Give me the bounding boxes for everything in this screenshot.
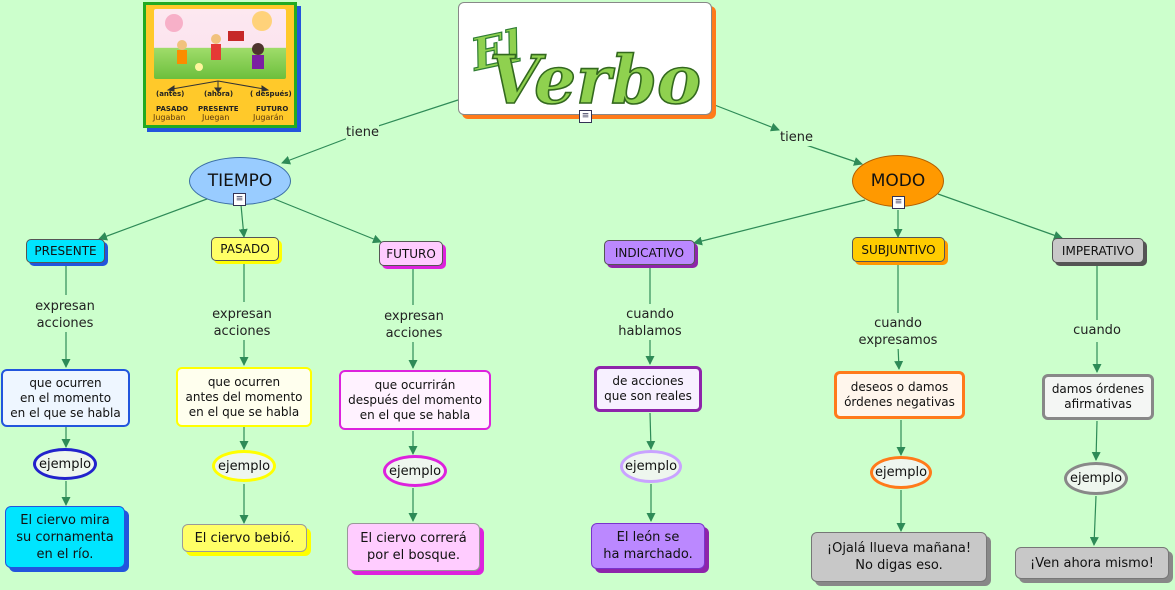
pasado-ejemplo[interactable]: ejemplo [212, 450, 276, 482]
verb-jugaban: Jugaban [153, 113, 186, 122]
title-el: El [465, 21, 527, 82]
title-verbo: Verbo [489, 41, 701, 114]
scene-drawing [165, 11, 272, 71]
link-label-expresan: expresan acciones [23, 298, 107, 332]
caption-despues: ( después) [250, 90, 292, 98]
indicativo-ejemplo[interactable]: ejemplo [620, 450, 682, 483]
subjuntivo-example[interactable]: ¡Ojalá llueva mañana! No digas eso. [811, 532, 987, 582]
presente-description[interactable]: que ocurren en el momento en el que se h… [1, 369, 130, 427]
verb-jugaran: Jugarán [253, 113, 284, 122]
caption-antes: (antes) [156, 90, 185, 98]
children-playing-scene [154, 9, 286, 79]
imperativo-ejemplo[interactable]: ejemplo [1064, 462, 1128, 495]
note-icon[interactable]: ≡ [233, 193, 246, 206]
imperativo-example[interactable]: ¡Ven ahora mismo! [1015, 547, 1169, 579]
link-label-expresan: expresan acciones [372, 308, 456, 342]
indicativo-node[interactable]: INDICATIVO [604, 240, 695, 265]
tenses-illustration: (antes) (ahora) ( después) PASADO PRESEN… [143, 2, 297, 128]
tense-futuro: FUTURO [256, 105, 289, 113]
timeline-arrows [166, 80, 270, 93]
futuro-node[interactable]: FUTURO [379, 241, 443, 266]
verb-juegan: Juegan [202, 113, 230, 122]
tense-pasado: PASADO [156, 105, 189, 113]
pasado-example[interactable]: El ciervo bebió. [182, 524, 307, 552]
imperativo-description[interactable]: damos órdenes afirmativas [1042, 374, 1154, 420]
futuro-description[interactable]: que ocurrirán después del momento en el … [339, 370, 491, 430]
presente-example[interactable]: El ciervo mira su cornamenta en el río. [5, 506, 125, 568]
futuro-example[interactable]: El ciervo correrá por el bosque. [347, 523, 480, 571]
link-label-tiene-left: tiene [346, 124, 379, 141]
subjuntivo-description[interactable]: deseos o damos órdenes negativas [834, 371, 965, 419]
link-label-expresan: expresan acciones [200, 306, 284, 340]
link-label-cuando-hablamos: cuando hablamos [608, 306, 692, 340]
title-wordart: El Verbo [464, 20, 702, 120]
indicativo-example[interactable]: El león se ha marchado. [591, 523, 705, 569]
pasado-description[interactable]: que ocurren antes del momento en el que … [176, 367, 312, 427]
link-label-cuando: cuando [1070, 322, 1124, 339]
futuro-ejemplo[interactable]: ejemplo [383, 455, 447, 487]
imperativo-node[interactable]: IMPERATIVO [1052, 238, 1144, 263]
note-icon[interactable]: ≡ [579, 110, 592, 123]
subjuntivo-node[interactable]: SUBJUNTIVO [852, 237, 945, 262]
title-node[interactable]: El Verbo [458, 2, 712, 120]
link-label-tiene-right: tiene [780, 129, 813, 146]
presente-ejemplo[interactable]: ejemplo [33, 448, 97, 480]
subjuntivo-ejemplo[interactable]: ejemplo [870, 456, 932, 489]
pasado-node[interactable]: PASADO [211, 237, 279, 261]
presente-node[interactable]: PRESENTE [26, 239, 105, 263]
tense-presente: PRESENTE [198, 105, 239, 113]
note-icon[interactable]: ≡ [892, 196, 905, 209]
caption-ahora: (ahora) [204, 90, 234, 98]
indicativo-description[interactable]: de acciones que son reales [594, 366, 702, 412]
link-label-cuando-expresamos: cuando expresamos [850, 315, 946, 349]
